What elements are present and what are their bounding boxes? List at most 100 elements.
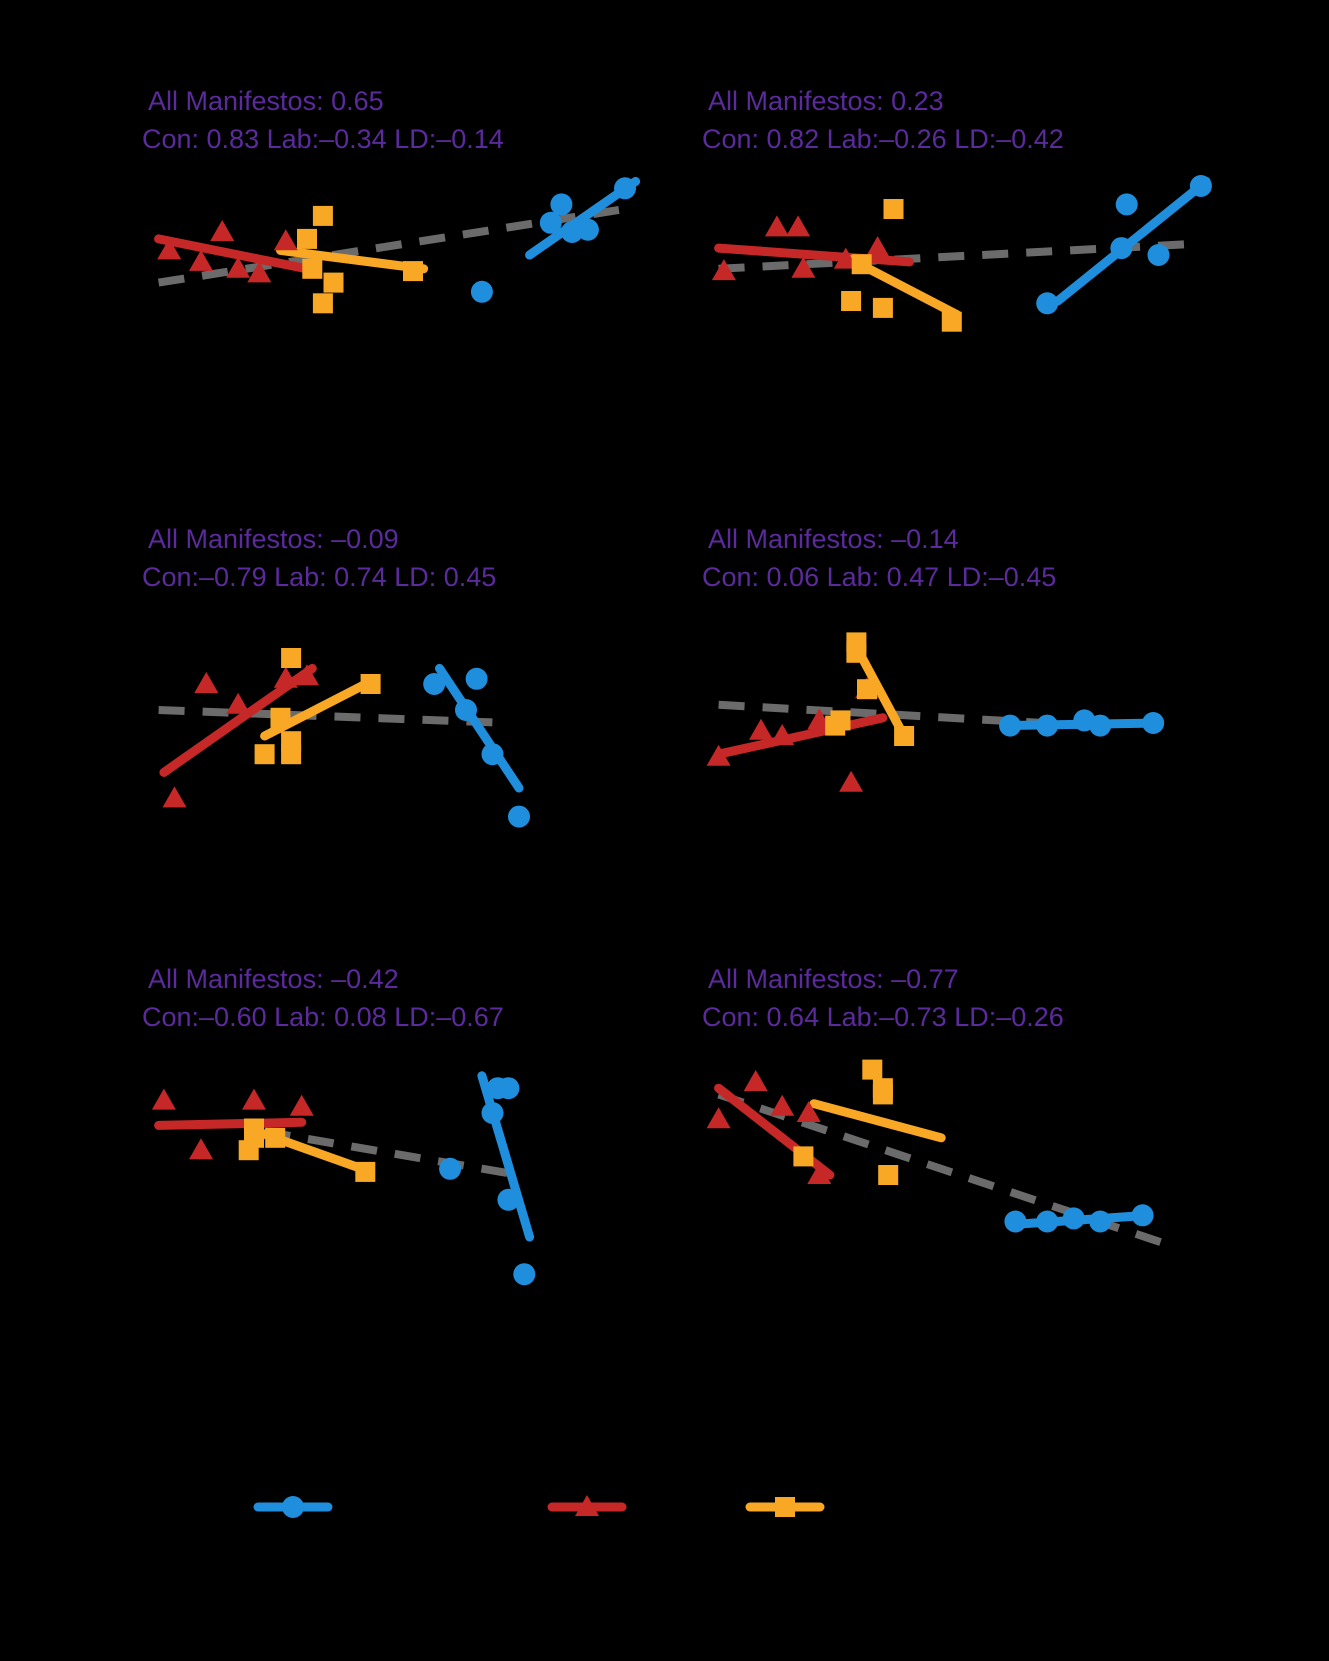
data-point-lab [764, 215, 789, 237]
data-point-ld [851, 254, 872, 275]
panel-3-party-correlations-label: Con:–0.79 Lab: 0.74 LD: 0.45 [142, 562, 497, 592]
data-point-ld [355, 1161, 376, 1182]
trendline-all-manifestos [263, 1127, 520, 1179]
trendline-all-manifestos [157, 205, 626, 287]
data-point-con [455, 699, 477, 721]
data-point-lab [791, 256, 816, 278]
data-point-con [1089, 1210, 1112, 1233]
data-point-lab [242, 1088, 266, 1110]
data-point-lab [226, 256, 251, 278]
trendline-ld [276, 245, 429, 274]
data-point-lab [210, 220, 235, 241]
trendline-lab [154, 234, 312, 274]
data-point-lab [273, 666, 298, 688]
data-point-ld [403, 261, 423, 282]
panel-3-all-manifestos-label: All Manifestos: –0.09 [148, 524, 399, 554]
panel-1-party-correlations-label: Con: 0.83 Lab:–0.34 LD:–0.14 [142, 124, 504, 154]
panel-6-party-correlations-label: Con: 0.64 Lab:–0.73 LD:–0.26 [702, 1002, 1064, 1032]
data-point-lab [273, 229, 298, 251]
data-point-con [1062, 1207, 1085, 1230]
panel-2-party-correlations-label: Con: 0.82 Lab:–0.26 LD:–0.42 [702, 124, 1064, 154]
legend-blue-circle-marker [282, 1496, 304, 1518]
data-point-lab [162, 786, 187, 808]
trendline-con [435, 663, 524, 793]
data-point-ld [312, 205, 333, 226]
data-point-lab [743, 1070, 768, 1091]
data-point-con [1036, 292, 1059, 315]
data-point-lab [786, 215, 811, 237]
data-point-con [508, 805, 530, 828]
data-point-lab [770, 1094, 795, 1116]
trendline-con [477, 1071, 535, 1242]
data-point-lab [289, 1094, 314, 1116]
data-point-lab [796, 1101, 821, 1122]
data-point-ld [883, 199, 904, 219]
panel-4-party-correlations-label: Con: 0.06 Lab: 0.47 LD:–0.45 [702, 562, 1057, 592]
data-point-con [470, 280, 493, 303]
data-point-ld [862, 1059, 883, 1080]
data-point-ld [270, 707, 291, 728]
data-point-ld [244, 1118, 264, 1139]
data-point-con [439, 1157, 462, 1180]
data-point-con [513, 1263, 536, 1286]
data-point-con [614, 177, 636, 200]
data-point-lab [865, 236, 890, 258]
data-point-con [1036, 714, 1059, 737]
data-point-ld [312, 293, 333, 314]
data-point-ld [878, 1165, 899, 1185]
data-point-con [1189, 175, 1212, 197]
data-point-con [1147, 244, 1170, 266]
data-point-lab [295, 664, 319, 686]
data-point-lab [807, 1163, 832, 1184]
data-point-con [1089, 714, 1112, 737]
data-point-ld [238, 1140, 259, 1161]
data-point-con [1142, 712, 1165, 734]
data-point-ld [297, 228, 317, 249]
data-point-lab [770, 724, 795, 745]
panel-4-all-manifestos-label: All Manifestos: –0.14 [708, 524, 959, 554]
data-point-ld [360, 674, 381, 694]
legend [0, 1480, 1329, 1540]
data-point-con [1115, 193, 1138, 216]
data-point-con [539, 211, 562, 234]
panel-6-all-manifestos-label: All Manifestos: –0.77 [708, 964, 959, 994]
data-point-lab [706, 744, 731, 766]
data-point-con [1131, 1204, 1154, 1227]
data-point-lab [711, 259, 736, 281]
trendline-all-manifestos [158, 706, 509, 727]
panel-2-all-manifestos-label: All Manifestos: 0.23 [708, 86, 944, 116]
data-point-ld [281, 648, 302, 668]
data-point-lab [749, 718, 773, 740]
data-point-ld [857, 679, 877, 700]
data-point-ld [323, 272, 344, 293]
data-point-ld [872, 1084, 893, 1105]
data-point-lab [839, 770, 864, 792]
scatter-panel-3 [148, 580, 678, 840]
scatter-panel-5 [148, 1020, 678, 1330]
data-point-ld [825, 715, 846, 736]
data-point-lab [157, 238, 182, 260]
scatter-panel-2 [708, 140, 1238, 370]
data-point-lab [151, 1088, 176, 1110]
data-point-ld [281, 744, 302, 765]
data-point-con [465, 667, 488, 690]
data-point-con [497, 1077, 520, 1100]
panel-5-all-manifestos-label: All Manifestos: –0.42 [148, 964, 399, 994]
data-point-ld [841, 291, 862, 311]
trendline-lab [714, 713, 888, 759]
data-point-ld [941, 311, 962, 332]
data-point-ld [265, 1127, 286, 1148]
data-point-con [1110, 237, 1133, 260]
data-point-con [1004, 1210, 1027, 1233]
trendline-lab [154, 1117, 307, 1130]
data-point-con [576, 218, 599, 241]
trendline-con [1053, 176, 1211, 306]
trendline-lab [714, 243, 914, 267]
data-point-lab [706, 1107, 731, 1129]
data-point-lab [189, 1138, 213, 1160]
data-point-con [1036, 1210, 1059, 1233]
data-point-con [999, 714, 1022, 737]
scatter-panel-6 [706, 1020, 1238, 1330]
data-point-ld [254, 744, 275, 765]
